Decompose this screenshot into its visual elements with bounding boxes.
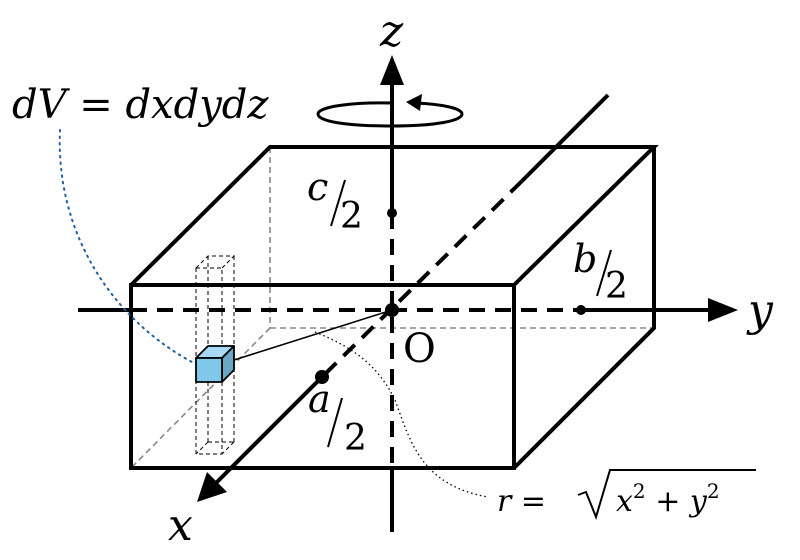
b-half-dot xyxy=(576,305,586,315)
x-axis-label: x xyxy=(168,500,193,551)
box xyxy=(129,145,659,470)
origin-label: O xyxy=(403,326,436,372)
svg-text:c: c xyxy=(307,165,328,209)
svg-text:b: b xyxy=(573,237,597,281)
a-half-label: a 2 xyxy=(308,377,367,459)
z-axis-arrowhead xyxy=(380,55,404,85)
svg-text:2: 2 xyxy=(344,418,367,459)
x-axis-back xyxy=(520,93,610,183)
svg-text:2: 2 xyxy=(605,266,628,307)
z-axis-label: z xyxy=(379,6,404,57)
rotation-arrow-icon xyxy=(316,94,464,128)
radius-line xyxy=(233,309,393,361)
origin-dot xyxy=(385,303,399,317)
volume-element-cube xyxy=(195,345,235,383)
svg-text:a: a xyxy=(308,377,331,421)
x-axis-front xyxy=(211,375,324,488)
y-axis-arrowhead xyxy=(708,298,738,322)
svg-text:2: 2 xyxy=(340,196,363,237)
c-half-dot xyxy=(387,208,397,218)
c-half-label: c 2 xyxy=(307,165,363,237)
b-half-label: b 2 xyxy=(573,237,628,307)
a-half-dot xyxy=(315,370,329,384)
y-axis-label: y xyxy=(746,285,774,336)
volume-element-label: dV = dxdydz xyxy=(12,82,269,128)
x-axis-inside xyxy=(320,179,524,379)
x-axis-arrowhead xyxy=(197,472,227,502)
radius-leader xyxy=(314,331,489,498)
svg-text:x2 + y2: x2 + y2 xyxy=(616,479,720,519)
svg-text:r =: r = xyxy=(497,484,546,519)
radius-formula: r = x2 + y2 xyxy=(497,469,756,521)
volume-leader xyxy=(58,129,209,371)
